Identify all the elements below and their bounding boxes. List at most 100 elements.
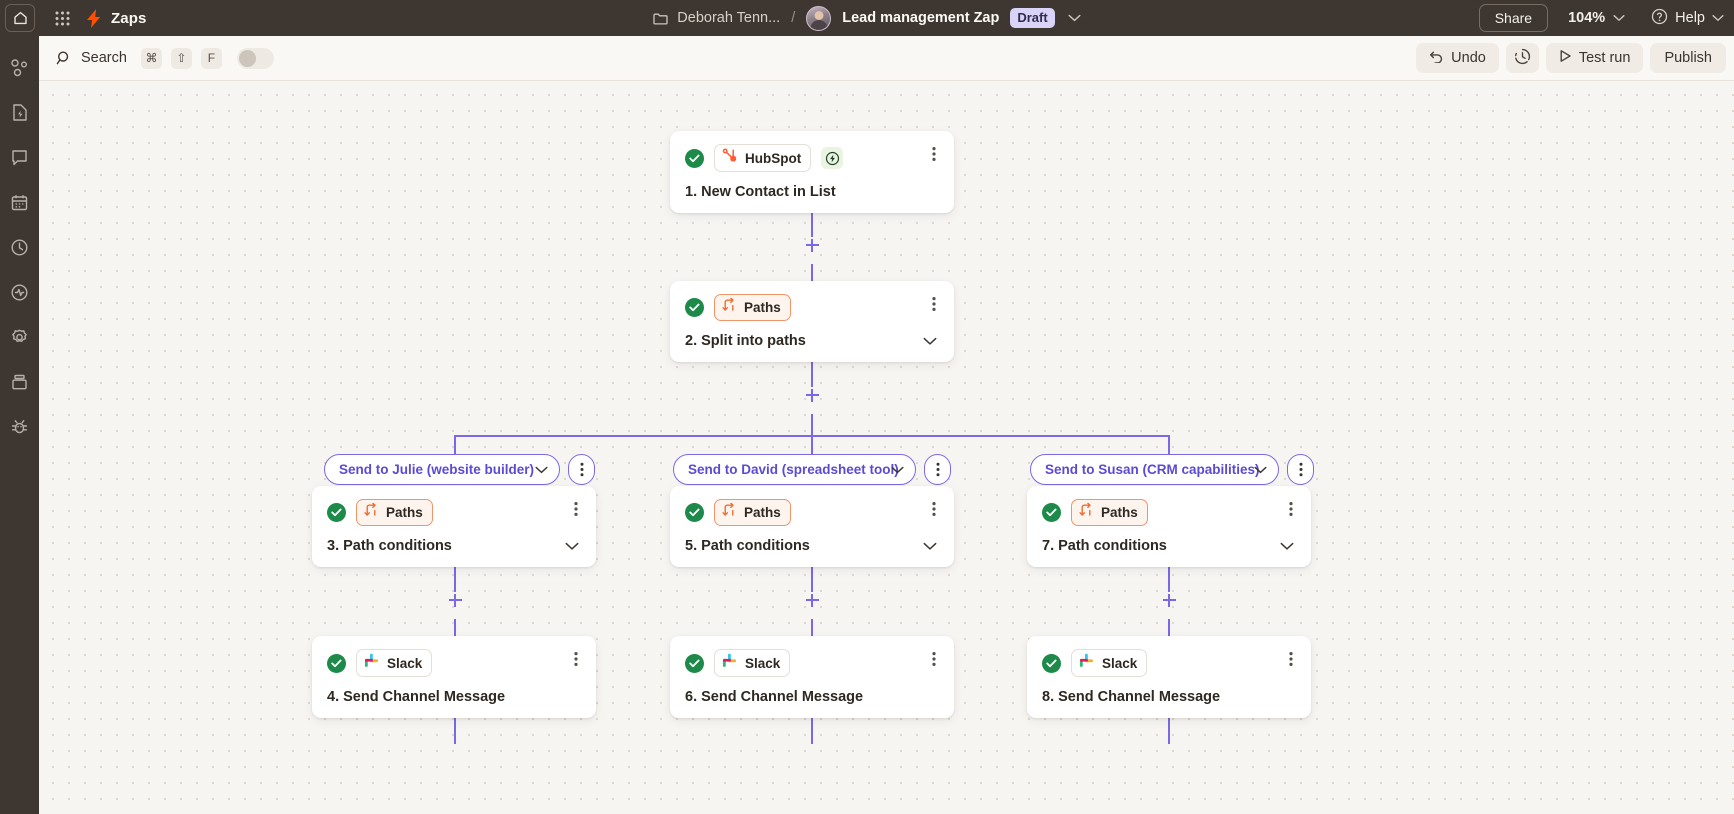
connector-line [811,414,813,436]
node-header: HubSpot [685,144,939,172]
zap-canvas[interactable]: HubSpot 1. New Contact in List [39,81,1734,814]
add-step-button[interactable] [803,236,821,254]
chevron-down-icon[interactable] [535,466,548,474]
connector-line [454,711,456,744]
app-chip: Slack [714,649,791,677]
path-label-text: Send to David (spreadsheet tool) [688,462,899,477]
chevron-down-icon [1613,10,1625,26]
chevron-down-icon[interactable] [923,542,939,551]
app-name: Slack [745,655,781,671]
shortcut-key-shift: ⇧ [170,47,192,69]
kebab-menu-icon[interactable] [924,294,944,314]
path-1-kebab-menu-icon[interactable] [568,454,595,485]
sidebar-item-settings[interactable] [7,324,33,350]
node-card[interactable]: Slack 6. Send Channel Message [670,636,954,718]
hubspot-icon [722,148,737,168]
node-card[interactable]: HubSpot 1. New Contact in List [670,131,954,213]
node-body: 7. Path conditions [1042,538,1296,567]
paths-branch-icon [722,297,736,317]
app-chip: Slack [1071,649,1148,677]
app-name: Slack [1102,655,1138,671]
search-toggle[interactable] [236,47,274,69]
publish-button[interactable]: Publish [1650,43,1726,73]
share-button[interactable]: Share [1478,4,1549,32]
kebab-menu-icon[interactable] [924,649,944,669]
node-title: 4. Send Channel Message [327,689,506,705]
undo-label: Undo [1451,50,1486,66]
chevron-down-icon[interactable] [1280,542,1296,551]
node-card[interactable]: Slack 4. Send Channel Message [312,636,596,718]
check-circle-icon [327,653,346,673]
app-name: Paths [744,300,781,315]
app-chip: HubSpot [714,144,812,172]
add-step-button[interactable] [803,386,821,404]
kebab-menu-icon[interactable] [566,649,586,669]
slack-icon [1079,653,1094,673]
node-body: 3. Path conditions [327,538,581,567]
search-input[interactable]: Search ⌘ ⇧ F [56,47,274,69]
sidebar-item-schedule[interactable] [7,189,33,215]
chevron-down-icon[interactable] [891,466,904,474]
check-circle-icon [685,298,704,317]
sidebar-item-monitoring[interactable] [7,279,33,305]
check-circle-icon [685,653,704,673]
play-triangle-icon [1559,49,1572,67]
top-bar-right: Share 104% Help [1478,4,1724,32]
zoom-level: 104% [1568,10,1606,26]
chevron-down-icon[interactable] [1254,466,1267,474]
test-run-button[interactable]: Test run [1545,43,1644,73]
node-body: 2. Split into paths [685,333,939,362]
kebab-menu-icon[interactable] [566,499,586,519]
brand-label: Zaps [111,9,147,27]
path-label-1[interactable]: Send to Julie (website builder) [324,454,560,485]
connector-line [811,619,813,643]
node-card[interactable]: Paths 2. Split into paths [670,281,954,362]
chevron-down-icon[interactable] [1068,14,1081,22]
sidebar-item-chat[interactable] [7,144,33,170]
app-grid-icon[interactable] [49,5,75,31]
slack-icon [364,653,379,673]
node-title: 5. Path conditions [685,538,810,554]
home-icon[interactable] [5,4,35,32]
path-3-kebab-menu-icon[interactable] [1287,454,1314,485]
chevron-down-icon[interactable] [565,542,581,551]
help-control[interactable]: Help [1651,8,1724,29]
kebab-menu-icon[interactable] [1281,649,1301,669]
node-title: 8. Send Channel Message [1042,689,1221,705]
node-body: 5. Path conditions [685,538,939,567]
question-circle-icon [1651,8,1668,29]
path-label-2[interactable]: Send to David (spreadsheet tool) [673,454,916,485]
node-card[interactable]: Paths 7. Path conditions [1027,486,1311,567]
version-history-button[interactable] [1505,43,1539,73]
sidebar-item-history[interactable] [7,234,33,260]
sidebar-item-debug[interactable] [7,414,33,440]
zoom-control[interactable]: 104% [1568,10,1625,26]
chevron-down-icon[interactable] [923,337,939,346]
sidebar-item-drafts[interactable] [7,99,33,125]
avatar[interactable] [806,5,832,31]
kebab-menu-icon[interactable] [1281,499,1301,519]
app-chip: Paths [356,499,433,526]
add-step-button[interactable] [446,591,464,609]
check-circle-icon [327,503,346,522]
kebab-menu-icon[interactable] [924,499,944,519]
node-body: 6. Send Channel Message [685,689,939,718]
connector-line [1168,435,1170,467]
app-name: HubSpot [745,150,802,166]
connector-line [1168,561,1170,592]
kebab-menu-icon[interactable] [924,144,944,164]
path-label-3[interactable]: Send to Susan (CRM capabilities) [1030,454,1279,485]
path-2-kebab-menu-icon[interactable] [924,454,951,485]
add-step-button[interactable] [803,591,821,609]
node-card[interactable]: Paths 5. Path conditions [670,486,954,567]
connector-line [811,711,813,744]
node-card[interactable]: Paths 3. Path conditions [312,486,596,567]
node-body: 1. New Contact in List [685,184,939,213]
add-step-button[interactable] [1160,591,1178,609]
sidebar-item-tables[interactable] [7,369,33,395]
sidebar-item-zap-editor[interactable] [7,54,33,80]
undo-button[interactable]: Undo [1416,43,1499,73]
node-card[interactable]: Slack 8. Send Channel Message [1027,636,1311,718]
breadcrumb-folder-name[interactable]: Deborah Tenn... [677,10,781,26]
top-bar: Zaps Deborah Tenn... / Lead management Z… [0,0,1734,36]
